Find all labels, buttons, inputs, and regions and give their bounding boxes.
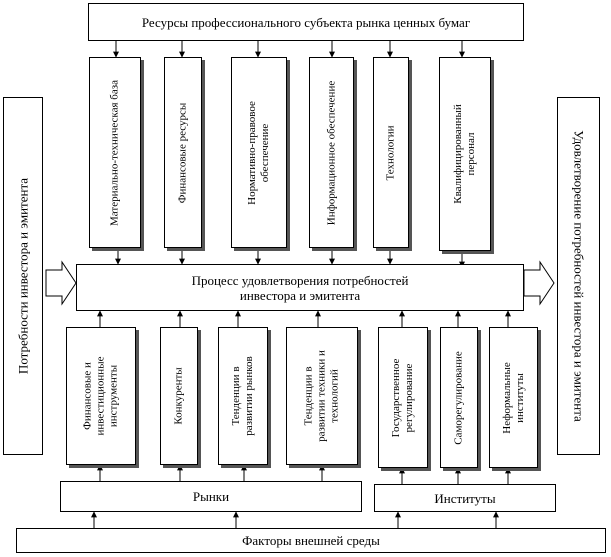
needs-label: Потребности инвестора и эмитента bbox=[15, 177, 31, 375]
factor-label-state-regulation: Государственное регулирование bbox=[390, 358, 415, 437]
resource-label-personnel: Квалифицированный персонал bbox=[452, 104, 477, 204]
factor-label-tech-trends: Тенденции в развитии техники и технологи… bbox=[302, 350, 341, 442]
resource-box-material-base: Материально-техническая база bbox=[89, 57, 141, 248]
environment-box: Факторы внешней среды bbox=[16, 528, 606, 553]
factor-box-informal-institutions: Неформальные институты bbox=[489, 327, 538, 468]
resource-box-information: Информационное обеспечение bbox=[309, 57, 354, 248]
needs-box: Потребности инвестора и эмитента bbox=[3, 97, 43, 455]
process-label: Процесс удовлетворения потребностей инве… bbox=[191, 272, 409, 303]
factor-box-state-regulation: Государственное регулирование bbox=[378, 327, 428, 468]
resource-label-information: Информационное обеспечение bbox=[325, 80, 337, 225]
institutions-label: Институты bbox=[434, 490, 496, 506]
resource-label-material-base: Материально-техническая база bbox=[108, 79, 121, 226]
resource-label-financial: Финансовые ресурсы bbox=[176, 102, 189, 203]
factor-box-tech-trends: Тенденции в развитии техники и технологи… bbox=[286, 327, 358, 465]
factor-label-informal-institutions: Неформальные институты bbox=[500, 361, 526, 434]
factor-box-competitors: Конкуренты bbox=[160, 327, 198, 465]
factor-label-self-regulation: Саморегулирование bbox=[452, 350, 465, 445]
institutions-box: Институты bbox=[374, 484, 556, 512]
factor-label-competitors: Конкуренты bbox=[172, 367, 185, 425]
resources-title: Ресурсы профессионального субъекта рынка… bbox=[141, 14, 471, 30]
satisfaction-label: Удовлетворение потребностей инвестора и … bbox=[571, 130, 586, 422]
environment-label: Факторы внешней среды bbox=[242, 533, 380, 548]
resource-label-technology: Технологии bbox=[384, 124, 397, 181]
resource-box-legal: Нормативно-правовое обеспечение bbox=[231, 57, 287, 248]
resources-title-box: Ресурсы профессионального субъекта рынка… bbox=[88, 3, 524, 41]
factor-label-market-trends: Тенденции в развитии рынков bbox=[230, 356, 255, 436]
resource-box-personnel: Квалифицированный персонал bbox=[439, 57, 491, 251]
satisfaction-box: Удовлетворение потребностей инвестора и … bbox=[557, 97, 600, 455]
resource-box-technology: Технологии bbox=[373, 57, 409, 248]
markets-label: Рынки bbox=[192, 489, 230, 504]
markets-box: Рынки bbox=[60, 481, 362, 512]
factor-box-self-regulation: Саморегулирование bbox=[440, 327, 478, 468]
factor-box-instruments: Финансовые и инвестиционные инструменты bbox=[66, 327, 136, 465]
resource-label-legal: Нормативно-правовое обеспечение bbox=[246, 100, 271, 205]
factor-box-market-trends: Тенденции в развитии рынков bbox=[218, 327, 268, 465]
factor-label-instruments: Финансовые и инвестиционные инструменты bbox=[81, 356, 120, 436]
process-box: Процесс удовлетворения потребностей инве… bbox=[76, 264, 524, 311]
resource-box-financial: Финансовые ресурсы bbox=[164, 57, 202, 248]
